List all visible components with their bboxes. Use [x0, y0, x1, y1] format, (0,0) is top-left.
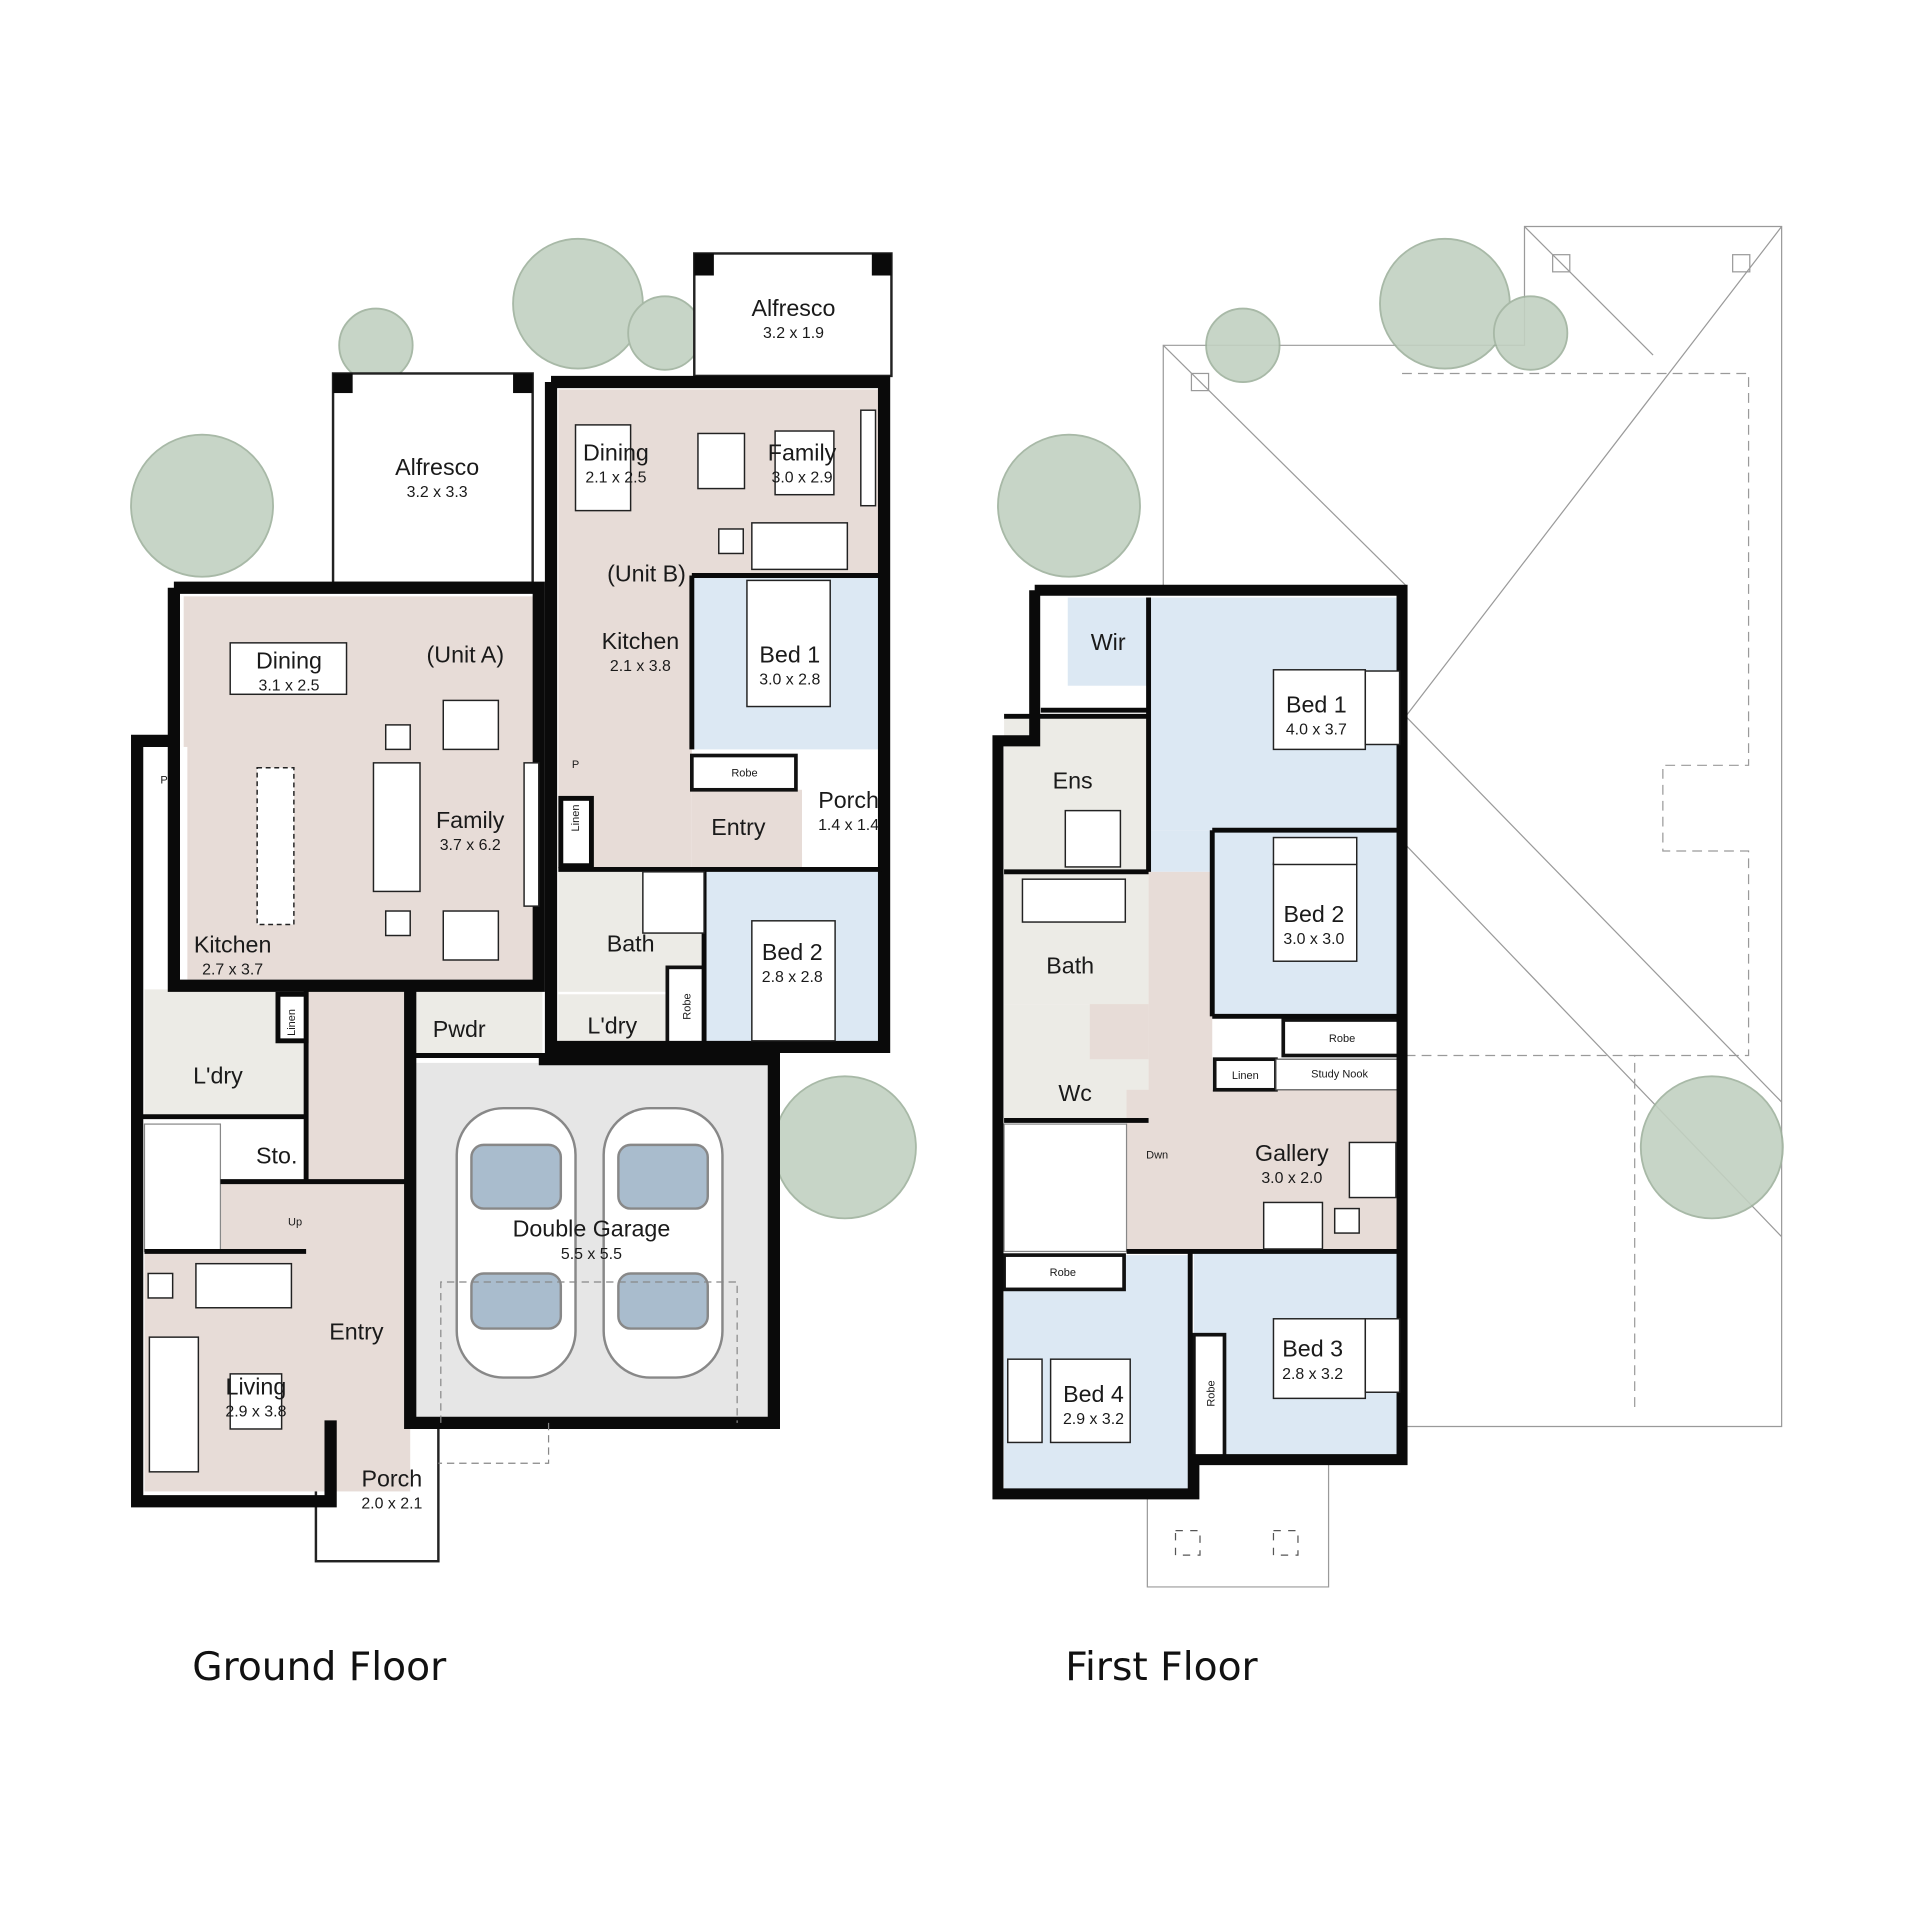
- fixture-label: Robe: [731, 767, 757, 779]
- room-size: 1.4 x 1.4: [818, 817, 879, 834]
- room-size: 2.1 x 2.5: [585, 469, 646, 486]
- room-labels: Alfresco 3.2 x 3.3 Alfresco 3.2 x 1.9Dining…: [160, 295, 1368, 1513]
- room-label: Wir: [1091, 629, 1126, 655]
- room-label: Ens: [1053, 768, 1093, 794]
- tree-icon: [772, 1075, 917, 1220]
- room-size: 5.5 x 5.5: [561, 1246, 622, 1263]
- room-size: 3.1 x 2.5: [258, 678, 319, 695]
- room-size: 2.9 x 3.2: [1063, 1411, 1124, 1428]
- tree-icon: [997, 433, 1141, 578]
- car-icon: [602, 1106, 724, 1379]
- tree-icon: [1639, 1075, 1784, 1220]
- room-label: Kitchen: [194, 932, 272, 958]
- fixture-label: Linen: [1232, 1070, 1259, 1082]
- room-size: 3.0 x 3.0: [1283, 931, 1344, 948]
- fixture-label: Robe: [1206, 1380, 1218, 1406]
- room-label: L'dry: [587, 1012, 637, 1038]
- room-size: 3.0 x 2.0: [1261, 1170, 1322, 1187]
- furniture: [1007, 669, 1401, 1444]
- tree-icon: [627, 295, 703, 371]
- room-label: Sto.: [256, 1142, 297, 1168]
- room-label: Kitchen: [602, 628, 680, 654]
- tree-icon: [338, 307, 414, 383]
- room-label: Entry: [329, 1319, 384, 1345]
- room-size: 4.0 x 3.7: [1286, 722, 1347, 739]
- fixture-label: Robe: [1329, 1033, 1355, 1045]
- roof-outline: [1146, 225, 1783, 1588]
- first-floor-plan: [992, 584, 1408, 1500]
- room-label: Alfresco: [751, 295, 835, 321]
- room-label: Living: [226, 1374, 287, 1400]
- room-label: Porch: [361, 1466, 422, 1492]
- furniture: [147, 409, 877, 1473]
- room-size: 2.0 x 2.1: [361, 1496, 422, 1513]
- room-label: Alfresco: [395, 454, 479, 480]
- room-size: 2.8 x 3.2: [1282, 1366, 1343, 1383]
- room-size: 2.8 x 2.8: [762, 969, 823, 986]
- room-label: Bed 1: [1286, 692, 1347, 718]
- room-label: Double Garage: [513, 1216, 671, 1242]
- fixture-label: P: [572, 759, 579, 771]
- fixture-label: Dwn: [1146, 1149, 1168, 1161]
- tree-icon: [512, 237, 644, 370]
- room-label: Entry: [711, 814, 766, 840]
- room-label: Porch: [818, 787, 879, 813]
- room-label: Bed 2: [1283, 901, 1344, 927]
- room-label: Dining: [583, 439, 649, 465]
- room-size: 2.7 x 3.7: [202, 962, 263, 979]
- room-size: 3.7 x 6.2: [440, 837, 501, 854]
- room-size: 2.9 x 3.8: [225, 1404, 286, 1421]
- tree-icon: [1205, 307, 1281, 383]
- fixture-label: Study Nook: [1311, 1069, 1368, 1081]
- room-label: Bath: [1046, 952, 1094, 978]
- fixture-label: Linen: [286, 1009, 298, 1036]
- room-label: Bed 2: [762, 939, 823, 965]
- room-size: 2.1 x 3.8: [610, 658, 671, 675]
- car-icon: [455, 1106, 577, 1379]
- first-floor-title: First Floor: [1065, 1645, 1258, 1690]
- room-label: Wc: [1058, 1080, 1092, 1106]
- room-label: Dining: [256, 648, 322, 674]
- room-label: (Unit B): [607, 561, 686, 587]
- room-label: Pwdr: [433, 1016, 486, 1042]
- room-label: Bed 4: [1063, 1381, 1124, 1407]
- room-label: Bed 3: [1282, 1336, 1343, 1362]
- room-label: L'dry: [193, 1063, 243, 1089]
- fixture-label: P: [160, 775, 167, 787]
- ground-floor-title: Ground Floor: [192, 1645, 447, 1690]
- tree-icon: [1379, 237, 1511, 370]
- room-size: 3.0 x 2.8: [759, 671, 820, 688]
- room-label: Gallery: [1255, 1140, 1329, 1166]
- fixture-label: Robe: [1050, 1267, 1076, 1279]
- ground-floor-plan: [131, 252, 893, 1563]
- room-size: 3.2 x 1.9: [763, 325, 824, 342]
- room-label: Family: [768, 439, 837, 465]
- room-size: 3.2 x 3.3: [407, 484, 468, 501]
- fixture-label: Linen: [570, 804, 582, 831]
- fixture-label: Up: [288, 1217, 302, 1229]
- tree-icon: [1492, 295, 1569, 371]
- fixture-label: Robe: [682, 993, 694, 1019]
- room-label: (Unit A): [427, 641, 505, 667]
- room-size: 3.0 x 2.9: [772, 469, 833, 486]
- room-label: Bath: [607, 930, 655, 956]
- room-label: Family: [436, 807, 505, 833]
- room-label: Bed 1: [759, 641, 820, 667]
- trees: [130, 237, 1784, 1220]
- tree-icon: [130, 433, 274, 578]
